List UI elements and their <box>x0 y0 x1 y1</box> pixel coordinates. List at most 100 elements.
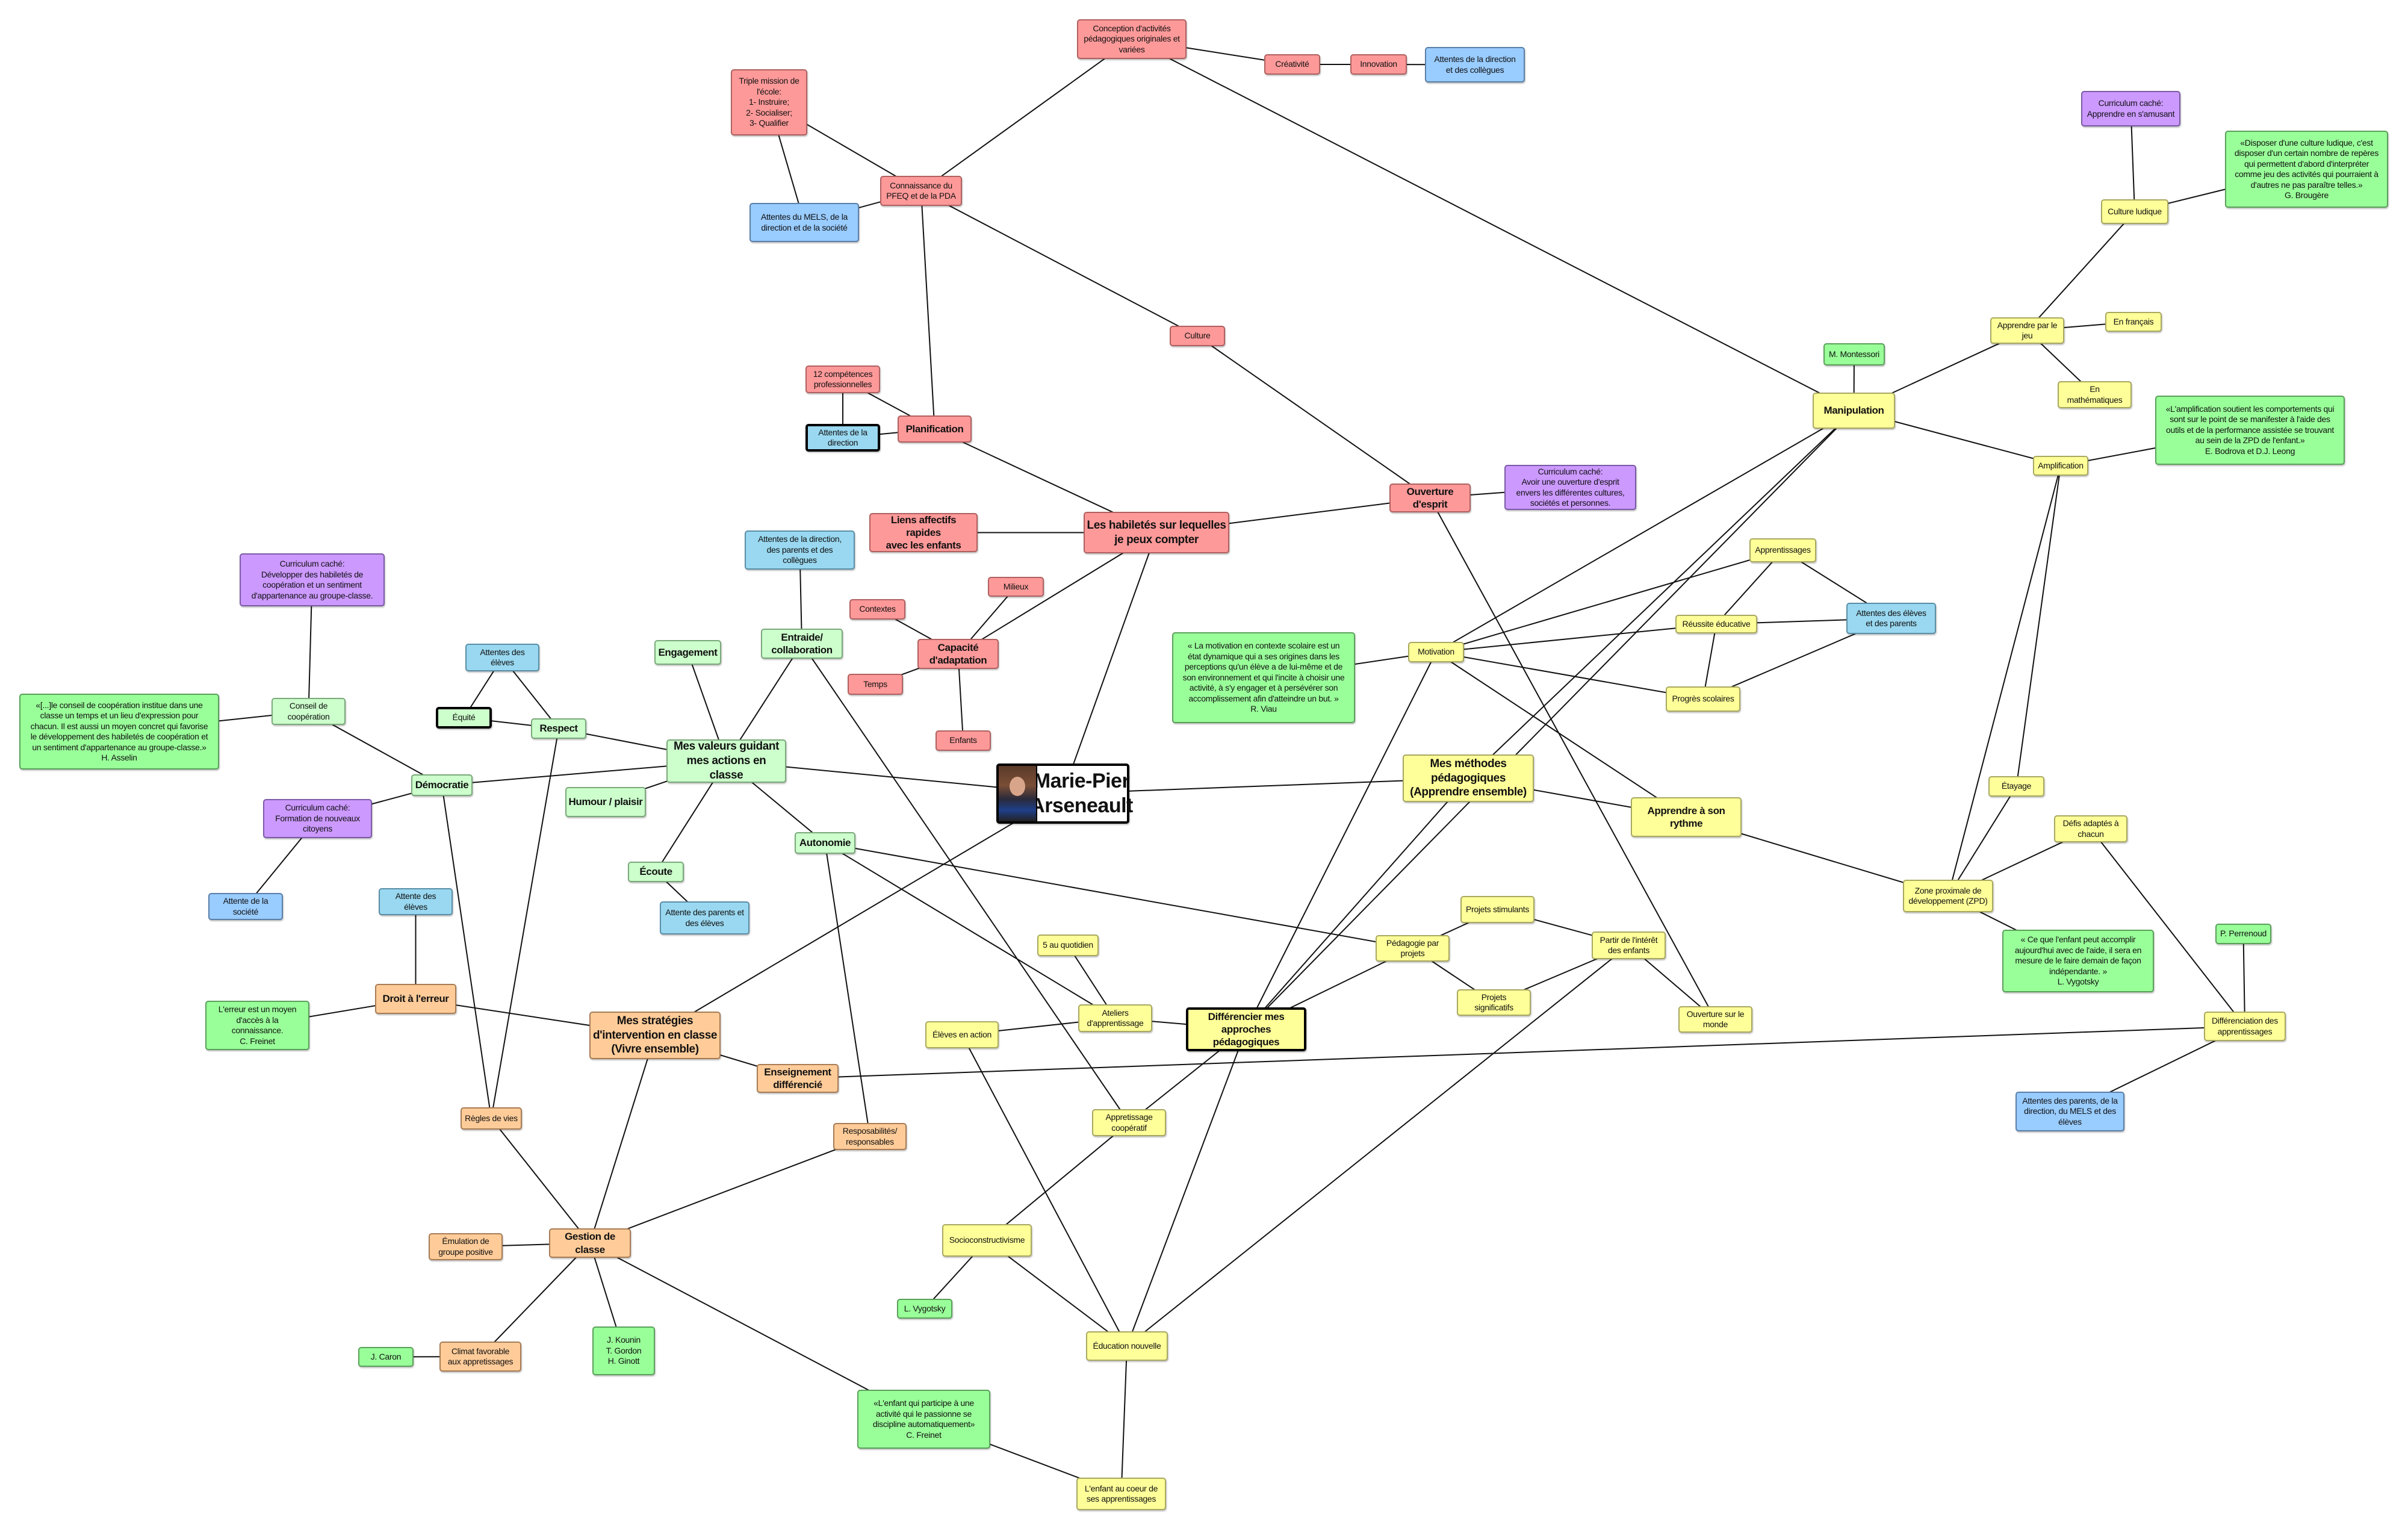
node-valeurs: Mes valeurs guidant mes actions en class… <box>666 739 786 783</box>
node-capacite: Capacité d'adaptation <box>917 639 999 669</box>
node-autonomie: Autonomie <box>795 832 855 854</box>
node-enfants: Enfants <box>936 730 991 751</box>
node-label: Apprendre à son rythme <box>1647 804 1725 829</box>
node-label: Milieux <box>1003 581 1029 591</box>
edge-educnouv-eleveaction <box>961 1034 1128 1346</box>
node-label: Mes valeurs guidant mes actions en class… <box>673 740 780 782</box>
node-culludique: Culture ludique <box>2101 199 2168 224</box>
node-zpd: Zone proximale de développement (ZPD) <box>1903 880 1993 912</box>
node-erreurq: L'erreur est un moyen d'accès à la conna… <box>205 1001 309 1050</box>
edge-apprentissages-reussite <box>1716 550 1784 625</box>
node-curcit: Curriculum caché: Formation de nouveaux … <box>263 799 372 838</box>
node-attelpar: Attentes des élèves et des parents <box>1846 603 1936 634</box>
edge-differencier-motivation <box>1246 651 1437 1030</box>
node-differenciation: Différenciation des apprentissages <box>2204 1012 2286 1041</box>
edge-motivation-rythme <box>1435 651 1687 818</box>
node-projstim: Projets stimulants <box>1460 896 1534 923</box>
edge-educnouv-partir <box>1126 945 1630 1347</box>
node-label: L'erreur est un moyen d'accès à la conna… <box>218 1004 297 1046</box>
node-label: Différenciation des apprentissages <box>2212 1016 2278 1036</box>
edge-amplification-etayage <box>2015 465 2061 787</box>
edge-socio-appcoop <box>986 1122 1130 1241</box>
node-rythme: Apprendre à son rythme <box>1631 797 1742 837</box>
edge-differencier-manipulation <box>1246 410 1855 1030</box>
node-label: Appretissage coopératif <box>1105 1112 1153 1133</box>
node-label: Projets significatifs <box>1474 992 1513 1013</box>
node-label: Différencier mes approches pédagogiques <box>1208 1010 1285 1048</box>
node-curdev: Curriculum caché: Développer des habilet… <box>240 553 385 606</box>
node-label: Ouverture d'esprit <box>1406 485 1454 510</box>
node-label: Curriculum caché: Avoir une ouverture d'… <box>1516 466 1625 508</box>
node-attparmels: Attentes des parents, de la direction, d… <box>2015 1092 2124 1131</box>
edge-motivation-apprentissages <box>1436 550 1783 653</box>
node-label: Attentes de la direction et des collègue… <box>1434 54 1516 75</box>
node-ateliers: Ateliers d'apprentissage <box>1078 1004 1152 1032</box>
node-label: Liens affectifs rapides avec les enfants <box>886 514 961 552</box>
node-label: «[...]le conseil de coopération institue… <box>30 700 208 763</box>
node-methodes: Mes méthodes pédagogiques (Apprendre ens… <box>1403 754 1534 802</box>
node-innovation: Innovation <box>1350 54 1407 75</box>
node-liens: Liens affectifs rapides avec les enfants <box>869 513 978 552</box>
node-jeu: Apprendre par le jeu <box>1990 317 2064 344</box>
node-motivation: Motivation <box>1408 642 1464 662</box>
node-kounin: J. Kounin T. Gordon H. Ginott <box>592 1326 655 1375</box>
node-label: « La motivation en contexte scolaire est… <box>1182 641 1345 714</box>
edge-gestion-respons <box>589 1136 870 1244</box>
node-label: « Ce que l'enfant peut accomplir aujourd… <box>2014 934 2142 987</box>
node-attdir: Attentes de la direction <box>805 424 880 452</box>
node-label: Contextes <box>859 604 896 614</box>
node-label: «Disposer d'une culture ludique, c'est d… <box>2234 137 2379 201</box>
node-label: Écoute <box>639 866 672 878</box>
edge-differencier-methodes <box>1246 777 1469 1030</box>
node-label: Éducation nouvelle <box>1093 1340 1161 1351</box>
edge-differenciation-perrenoud <box>2242 933 2245 1027</box>
node-conception: Conception d'activités pédagogiques orig… <box>1077 19 1187 59</box>
node-etayage: Étayage <box>1988 776 2044 797</box>
node-label: Engagement <box>658 646 718 658</box>
edge-mp-methodes <box>1063 777 1469 794</box>
node-label: Attente des élèves <box>395 891 436 912</box>
node-label: Règles de vies <box>465 1113 518 1123</box>
node-planif: Planification <box>898 415 972 443</box>
node-educnouv: Éducation nouvelle <box>1086 1331 1168 1361</box>
node-label: Connaissance du PFEQ et de la PDA <box>886 180 956 201</box>
node-label: Émulation de groupe positive <box>438 1236 493 1257</box>
node-label: Motivation <box>1418 647 1454 657</box>
node-culture: Culture <box>1170 326 1225 346</box>
edge-autonomie-ateliers <box>824 842 1116 1019</box>
node-label: Amplification <box>2038 460 2084 470</box>
node-label: L. Vygotsky <box>904 1303 946 1313</box>
node-maths: En mathématiques <box>2058 381 2132 408</box>
node-label: Attentes du MELS, de la direction et de … <box>760 212 848 232</box>
node-label: Mes méthodes pédagogiques (Apprendre ens… <box>1410 757 1527 799</box>
node-label: 5 au quotidien <box>1043 940 1093 950</box>
node-label: Enfants <box>949 735 977 745</box>
node-curouv: Curriculum caché: Avoir une ouverture d'… <box>1504 465 1636 510</box>
edge-gestion-regles <box>491 1118 591 1244</box>
node-francais: En français <box>2105 312 2162 332</box>
edge-mp-strategies <box>654 793 1064 1036</box>
node-appcoop: Appretissage coopératif <box>1092 1109 1166 1136</box>
node-label: Attentes des parents, de la direction, d… <box>2022 1095 2118 1127</box>
node-perrenoud: P. Perrenoud <box>2215 924 2271 944</box>
node-label: Curriculum caché: Développer des habilet… <box>251 559 373 600</box>
node-ensdiff: Enseignement différencié <box>757 1064 839 1093</box>
edge-ensdiff-differenciation <box>797 1025 2245 1079</box>
node-label: Curriculum caché: Apprendre en s'amusant <box>2087 98 2175 119</box>
edge-strategies-gestion <box>589 1035 656 1243</box>
central-node-label: Marie-Pier Arseneault <box>1030 770 1133 817</box>
node-label: Démocratie <box>415 779 469 791</box>
node-label: Attentes des élèves et des parents <box>1856 608 1926 629</box>
node-label: Entraide/ collaboration <box>771 631 833 656</box>
node-attel2: Attente des élèves <box>379 888 453 915</box>
node-ecoute: Écoute <box>628 862 684 882</box>
node-label: Progrès scolaires <box>1672 694 1734 704</box>
node-comp12: 12 compétences professionnelles <box>805 365 880 393</box>
node-label: «L'amplification soutient les comporteme… <box>2165 403 2335 456</box>
edge-culture-ouverture <box>1197 335 1431 499</box>
node-attmels: Attentes du MELS, de la direction et de … <box>749 203 859 242</box>
node-caron: J. Caron <box>358 1347 414 1367</box>
node-connaissance: Connaissance du PFEQ et de la PDA <box>880 176 962 206</box>
node-label: «L'enfant qui participe à une activité q… <box>872 1398 975 1440</box>
